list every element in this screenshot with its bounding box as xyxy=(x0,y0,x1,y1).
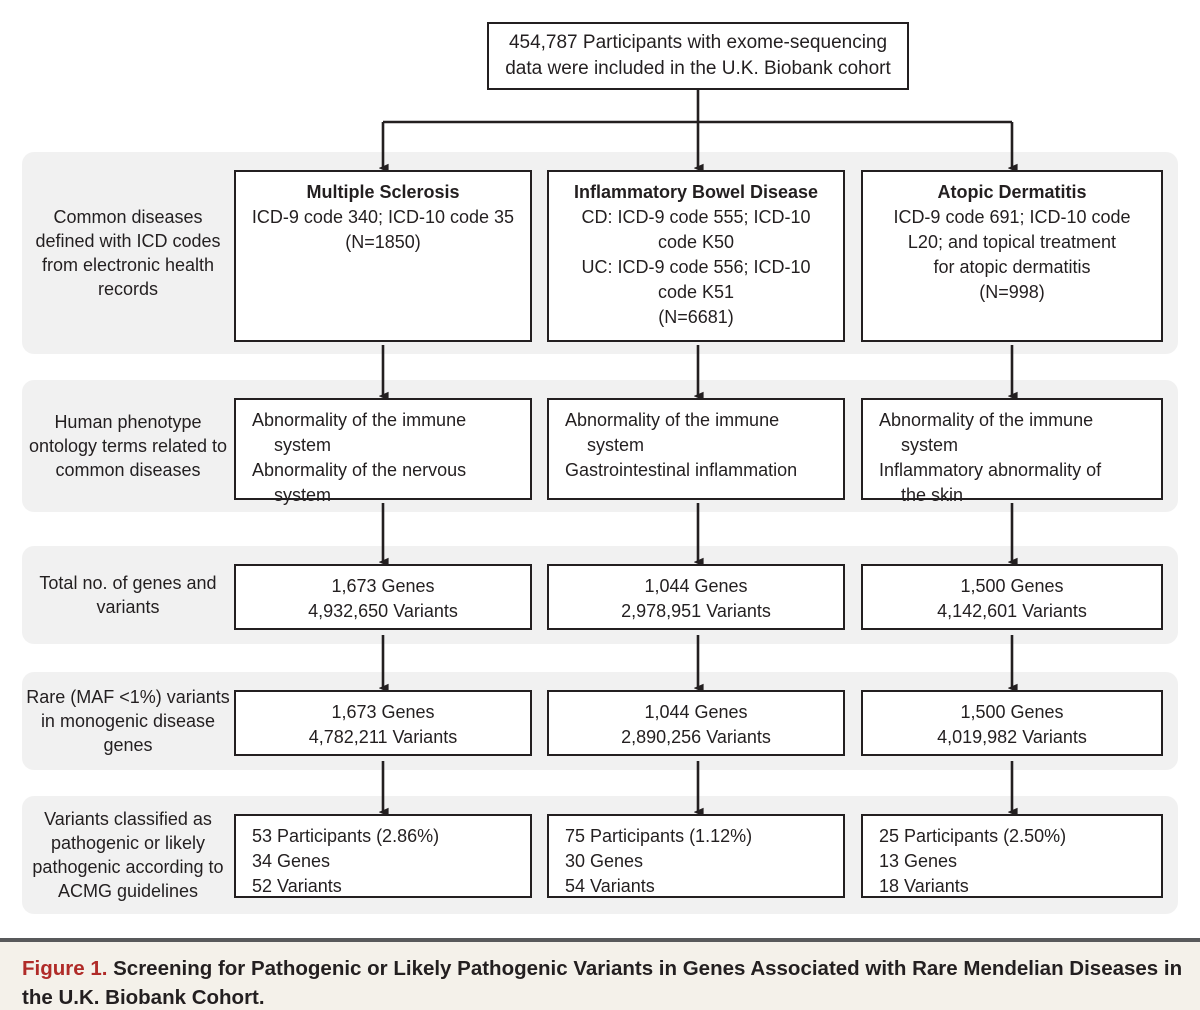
box-ibd-rare: 1,044 Genes 2,890,256 Variants xyxy=(547,690,845,756)
box-ibd-rare-variants: 2,890,256 Variants xyxy=(621,727,771,747)
box-ms-hpo-line-3: Abnormality of the nervous xyxy=(252,460,467,480)
figure-caption-label: Figure 1. xyxy=(22,957,108,980)
box-ms-totals-variants: 4,932,650 Variants xyxy=(308,601,458,621)
row-label-hpo-terms: Human phenotype ontology terms related t… xyxy=(28,412,228,480)
figure-caption: Figure 1. Screening for Pathogenic or Li… xyxy=(22,954,1188,1010)
box-ms-rare: 1,673 Genes 4,782,211 Variants xyxy=(234,690,532,756)
box-ibd-hpo-line-2: system xyxy=(587,435,645,455)
box-ibd-acmg-variants: 54 Variants xyxy=(565,876,655,896)
box-ms-hpo: Abnormality of the immune system Abnorma… xyxy=(234,398,532,505)
caption-divider xyxy=(0,938,1200,942)
caption-band xyxy=(0,942,1200,1010)
box-ad-definition: Atopic Dermatitis ICD-9 code 691; ICD-10… xyxy=(861,170,1163,342)
box-ibd-acmg: 75 Participants (1.12%) 30 Genes 54 Vari… xyxy=(547,814,845,898)
box-ibd-hpo-line-3: Gastrointestinal inflammation xyxy=(565,460,798,480)
cohort-box-text: 454,787 Participants with exome-sequenci… xyxy=(505,32,891,79)
box-ms-hpo-line-4: system xyxy=(274,485,332,505)
box-ibd-totals-variants: 2,978,951 Variants xyxy=(621,601,771,621)
box-ibd-totals-genes: 1,044 Genes xyxy=(644,576,748,596)
box-ms-acmg-participants: 53 Participants (2.86%) xyxy=(252,826,440,846)
box-ibd-rare-genes: 1,044 Genes xyxy=(644,702,748,722)
box-ad-hpo-line-3: Inflammatory abnormality of xyxy=(879,460,1102,480)
box-ad-rare-variants: 4,019,982 Variants xyxy=(937,727,1087,747)
box-ibd-definition: Inflammatory Bowel Disease CD: ICD-9 cod… xyxy=(547,170,845,342)
box-ibd-acmg-participants: 75 Participants (1.12%) xyxy=(565,826,753,846)
box-ad-title: Atopic Dermatitis xyxy=(937,182,1087,202)
box-ms-totals-genes: 1,673 Genes xyxy=(331,576,435,596)
row-label-common-diseases: Common diseases defined with ICD codes f… xyxy=(35,207,221,299)
box-ms-title: Multiple Sclerosis xyxy=(306,182,460,202)
box-ibd-totals: 1,044 Genes 2,978,951 Variants xyxy=(547,564,845,630)
box-ibd-hpo-line-1: Abnormality of the immune xyxy=(565,410,780,430)
box-ad-hpo-line-1: Abnormality of the immune xyxy=(879,410,1094,430)
box-ibd-hpo: Abnormality of the immune system Gastroi… xyxy=(547,398,845,500)
cohort-box: 454,787 Participants with exome-sequenci… xyxy=(487,22,909,90)
box-ms-acmg-variants: 52 Variants xyxy=(252,876,342,896)
box-ibd-line-2: code K50 xyxy=(657,232,735,252)
box-ad-line-4: (N=998) xyxy=(979,282,1045,302)
box-ad-totals-genes: 1,500 Genes xyxy=(960,576,1064,596)
box-ad-acmg: 25 Participants (2.50%) 13 Genes 18 Vari… xyxy=(861,814,1163,898)
box-ad-rare: 1,500 Genes 4,019,982 Variants xyxy=(861,690,1163,756)
box-ad-hpo: Abnormality of the immune system Inflamm… xyxy=(861,398,1163,505)
box-ibd-line-4: code K51 xyxy=(657,282,735,302)
box-ms-definition: Multiple Sclerosis ICD-9 code 340; ICD-1… xyxy=(234,170,532,342)
box-ms-hpo-line-1: Abnormality of the immune xyxy=(252,410,467,430)
box-ibd-title: Inflammatory Bowel Disease xyxy=(573,182,819,202)
row-label-rare-variants: Rare (MAF <1%) variants in monogenic dis… xyxy=(26,687,230,755)
box-ad-line-1: ICD-9 code 691; ICD-10 code xyxy=(893,207,1131,227)
box-ms-rare-variants: 4,782,211 Variants xyxy=(308,727,458,747)
box-ad-line-3: for atopic dermatitis xyxy=(933,257,1091,277)
box-ad-totals-variants: 4,142,601 Variants xyxy=(937,601,1087,621)
box-ad-line-2: L20; and topical treatment xyxy=(907,232,1117,252)
figure-caption-title: Screening for Pathogenic or Likely Patho… xyxy=(22,957,1183,1009)
box-ibd-line-5: (N=6681) xyxy=(658,307,734,327)
box-ms-rare-genes: 1,673 Genes xyxy=(331,702,435,722)
box-ms-acmg: 53 Participants (2.86%) 34 Genes 52 Vari… xyxy=(234,814,532,898)
box-ms-acmg-genes: 34 Genes xyxy=(252,851,331,871)
row-label-total-genes-variants: Total no. of genes and variants xyxy=(39,573,217,617)
box-ms-hpo-line-2: system xyxy=(274,435,332,455)
box-ibd-line-1: CD: ICD-9 code 555; ICD-10 xyxy=(581,207,811,227)
row-label-acmg-classification: Variants classified as pathogenic or lik… xyxy=(32,809,224,901)
box-ibd-line-3: UC: ICD-9 code 556; ICD-10 xyxy=(581,257,811,277)
box-ad-totals: 1,500 Genes 4,142,601 Variants xyxy=(861,564,1163,630)
box-ms-line-2: (N=1850) xyxy=(345,232,421,252)
box-ibd-acmg-genes: 30 Genes xyxy=(565,851,644,871)
box-ad-hpo-line-4: the skin xyxy=(901,485,964,505)
box-ad-acmg-participants: 25 Participants (2.50%) xyxy=(879,826,1067,846)
box-ad-rare-genes: 1,500 Genes xyxy=(960,702,1064,722)
box-ms-totals: 1,673 Genes 4,932,650 Variants xyxy=(234,564,532,630)
box-ad-acmg-genes: 13 Genes xyxy=(879,851,958,871)
box-ad-acmg-variants: 18 Variants xyxy=(879,876,969,896)
box-ad-hpo-line-2: system xyxy=(901,435,959,455)
box-ms-line-1: ICD-9 code 340; ICD-10 code 35 xyxy=(251,207,515,227)
